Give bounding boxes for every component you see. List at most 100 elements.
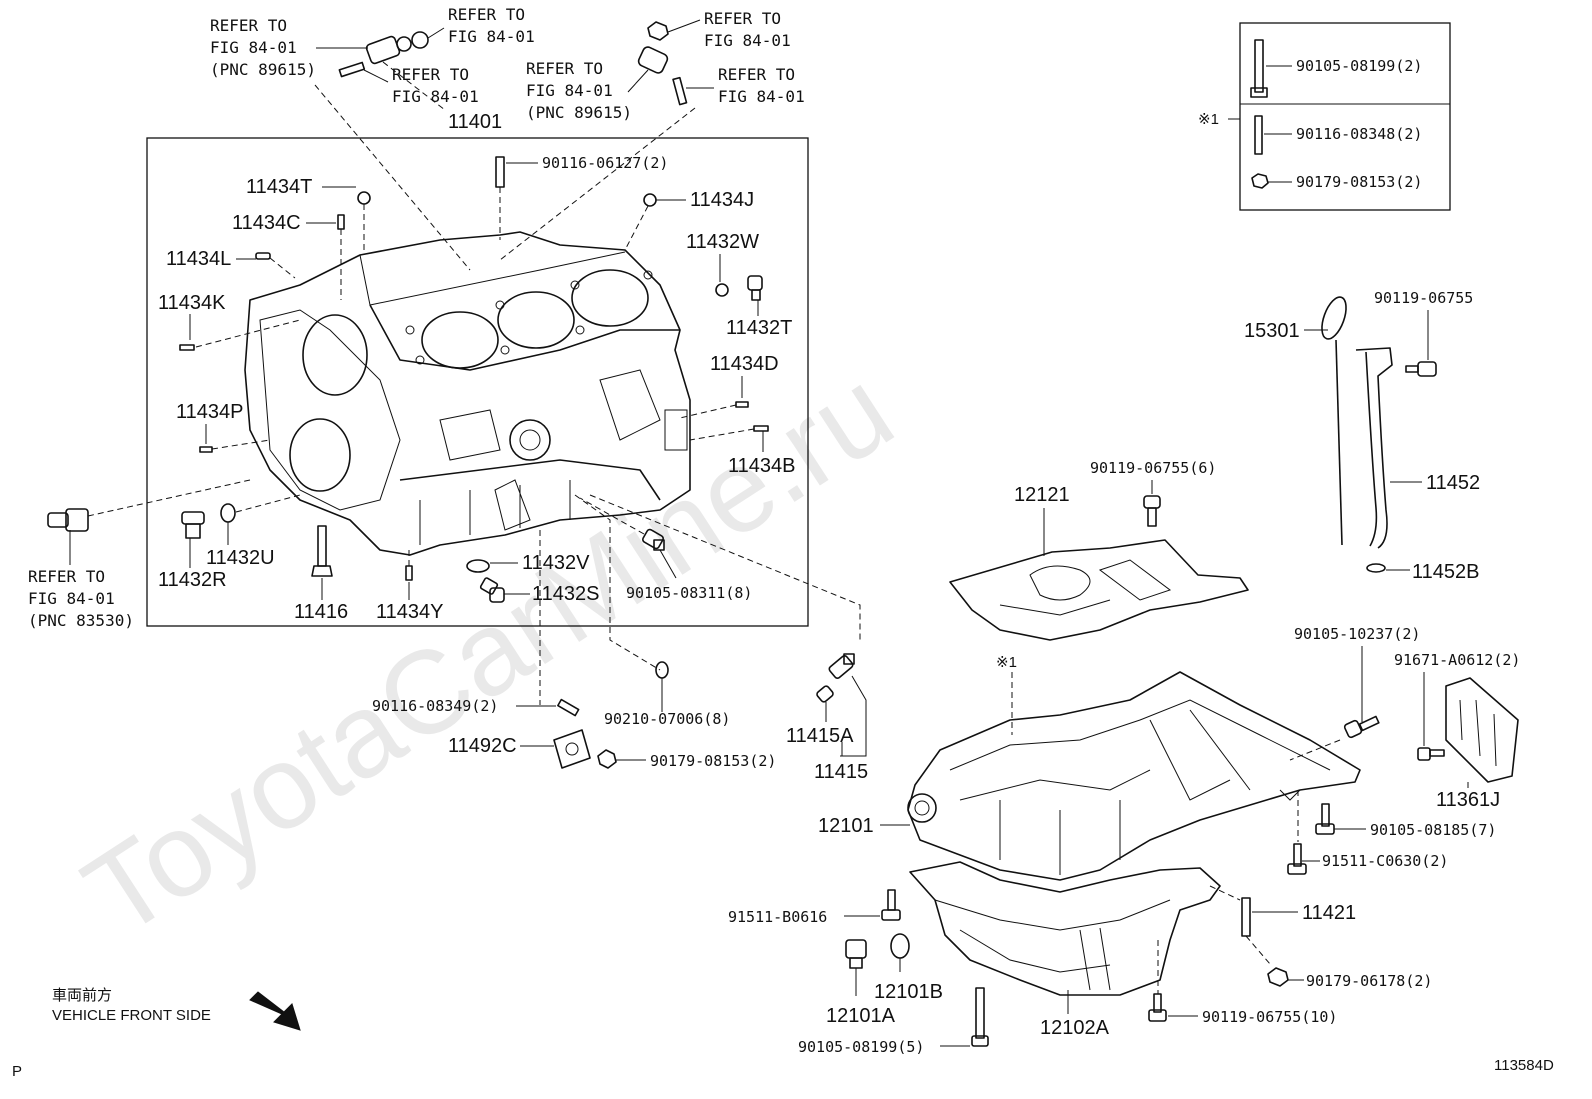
label-15301: 15301 (1244, 320, 1300, 342)
label-11415: 11415 (814, 761, 868, 783)
inset-part-2: 90116-08348(2) (1296, 125, 1422, 143)
pin-icon (255, 252, 271, 260)
stud-icon (672, 76, 688, 106)
refer-label: REFER TO (704, 9, 781, 28)
label-90179-08153: 90179-08153(2) (650, 752, 776, 770)
refer-label: REFER TO (448, 5, 525, 24)
label-90105-08199-5: 90105-08199(5) (798, 1038, 924, 1056)
refer-fig: FIG 84-01 (704, 31, 791, 50)
stud-icon (1254, 115, 1263, 155)
label-11452B: 11452B (1412, 561, 1479, 583)
label-11432V: 11432V (522, 552, 590, 574)
label-90105-08185: 90105-08185(7) (1370, 821, 1496, 839)
label-11432T: 11432T (726, 317, 792, 339)
bolt-icon (1143, 495, 1161, 527)
gasket-icon (890, 933, 910, 959)
drain-plug-icon (845, 939, 867, 969)
refer-fig: FIG 84-01 (28, 589, 115, 608)
label-11434T: 11434T (246, 176, 312, 198)
washer-icon (655, 661, 669, 679)
note-mark-inset: ※1 (1198, 111, 1219, 128)
bolt-icon (1250, 39, 1268, 98)
label-90119-06755-6: 90119-06755(6) (1090, 459, 1216, 477)
nut-icon (647, 21, 669, 41)
label-12101A: 12101A (826, 1005, 896, 1027)
refer-pnc: (PNC 83530) (28, 611, 134, 630)
dipstick-icon (1321, 296, 1347, 546)
label-11434D: 11434D (710, 353, 779, 375)
cylinder-block (244, 231, 691, 556)
bolt-icon (311, 525, 333, 577)
label-11434C: 11434C (232, 212, 301, 234)
pin-icon (199, 446, 213, 453)
label-12121: 12121 (1014, 484, 1070, 506)
bolt-set-inset: 90105-08199(2) 90116-08348(2) 90179-0815… (1198, 22, 1451, 211)
washer-icon (411, 31, 429, 49)
refer-label: REFER TO (526, 59, 603, 78)
refer-to-group-top-center: REFER TO FIG 84-01 REFER TO FIG 84-01 (338, 5, 535, 106)
cylinder-block-frame (146, 137, 809, 627)
nut-icon (1267, 967, 1289, 987)
label-12102A: 12102A (1040, 1017, 1110, 1039)
stud-icon (1241, 897, 1251, 937)
sensor-icon (365, 35, 412, 65)
label-11415A: 11415A (786, 725, 854, 747)
bolt-icon (1148, 993, 1167, 1022)
bolt-icon (1315, 803, 1335, 835)
refer-fig: FIG 84-01 (526, 81, 613, 100)
corner-mark: P (12, 1063, 22, 1080)
label-90210-07006: 90210-07006(8) (604, 710, 730, 728)
plug-bolt-icon (181, 511, 205, 539)
label-11361J: 11361J (1436, 789, 1500, 811)
bolt-icon (1343, 715, 1380, 739)
refer-to-group-top-right: REFER TO FIG 84-01 REFER TO FIG 84-01 (P… (526, 9, 805, 122)
refer-to-group-top-left: REFER TO FIG 84-01 (PNC 89615) (210, 16, 412, 79)
drain-cock-icon (747, 275, 763, 301)
oil-pan-upper-icon (907, 671, 1361, 881)
inset-part-1: 90105-08199(2) (1296, 57, 1422, 75)
stud-icon (557, 698, 580, 717)
label-11432S: 11432S (532, 583, 599, 605)
label-11401: 11401 (448, 111, 502, 133)
bolt-icon (971, 987, 989, 1047)
refer-label: REFER TO (28, 567, 105, 586)
refer-fig: FIG 84-01 (392, 87, 479, 106)
bolt-icon (1287, 843, 1307, 875)
nut-icon (1251, 173, 1269, 189)
washer-icon (220, 503, 236, 523)
label-11432W: 11432W (686, 231, 759, 253)
dipstick-guide-icon (1355, 347, 1393, 549)
stud-icon (338, 61, 366, 78)
watermark: ToyotaCarMine.ru (62, 344, 915, 962)
label-91511-C0630: 91511-C0630(2) (1322, 852, 1448, 870)
vehicle-front-jp: 車両前方 (52, 987, 112, 1004)
bolt-icon (1417, 747, 1445, 761)
label-11432U: 11432U (206, 547, 275, 569)
front-direction-arrow-icon (249, 991, 301, 1031)
refer-label: REFER TO (210, 16, 287, 35)
label-11434B: 11434B (728, 455, 795, 477)
pin-icon (753, 425, 769, 432)
note-mark-pan: ※1 (996, 654, 1017, 671)
pin-icon (735, 401, 749, 408)
label-11452: 11452 (1426, 472, 1480, 494)
label-90179-06178: 90179-06178(2) (1306, 972, 1432, 990)
oil-pressure-switch-icon (816, 653, 855, 703)
stud-icon (495, 156, 505, 188)
label-11416: 11416 (294, 601, 348, 623)
bolt-icon (881, 889, 901, 921)
gasket-plate-icon (553, 729, 591, 769)
nut-icon (597, 749, 617, 769)
gasket-icon (466, 559, 490, 573)
pin-icon (405, 565, 413, 581)
label-91671-A0612: 91671-A0612(2) (1394, 651, 1520, 669)
label-11434J: 11434J (690, 189, 754, 211)
plug-icon (357, 191, 371, 205)
o-ring-icon (1366, 563, 1386, 573)
label-90119-06755: 90119-06755 (1374, 289, 1473, 307)
pin-icon (179, 344, 195, 351)
label-11434P: 11434P (176, 401, 243, 423)
label-11434L: 11434L (166, 248, 231, 270)
label-12101B: 12101B (874, 981, 943, 1003)
